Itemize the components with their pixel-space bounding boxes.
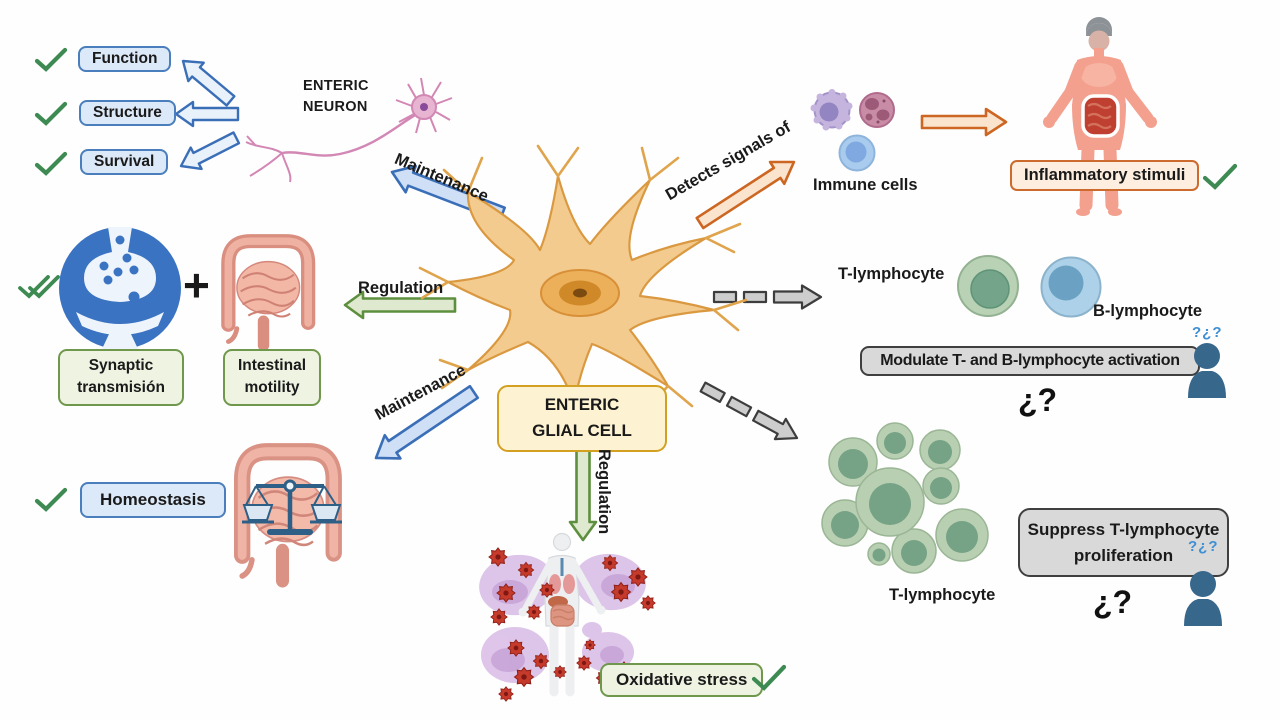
intestine-icon-homeostasis bbox=[242, 452, 334, 581]
structure-box: Structure bbox=[79, 100, 176, 126]
t-lymphocyte-cluster bbox=[821, 422, 989, 574]
checkmark-icon bbox=[34, 101, 68, 126]
question-mark-big: ¿? bbox=[1018, 382, 1058, 418]
t-lymphocyte-label-bottom: T-lymphocyte bbox=[889, 586, 996, 604]
suppress-proliferation-box: Suppress T-lymphocyte proliferation bbox=[1018, 508, 1229, 577]
b-lymphocyte-cell bbox=[1040, 256, 1102, 318]
synaptic-transmission-box: Synaptic transmisión bbox=[58, 349, 184, 406]
t-lymphocyte-label-top: T-lymphocyte bbox=[838, 265, 945, 283]
enteric-glial-cell-box: ENTERIC GLIAL CELL bbox=[497, 385, 667, 452]
balance-scale-icon bbox=[242, 479, 342, 535]
person-icon bbox=[1184, 571, 1222, 626]
survival-box: Survival bbox=[80, 149, 169, 175]
intestinal-motility-box: Intestinal motility bbox=[223, 349, 321, 406]
detects-signals-label: Detects signals of bbox=[662, 117, 794, 205]
regulation-arrow-down bbox=[568, 446, 598, 542]
function-box: Function bbox=[78, 46, 172, 72]
question-marks-small: ?¿? bbox=[1188, 538, 1219, 555]
arrow-to-function bbox=[174, 50, 243, 178]
maintenance-label-homeostasis: Maintenance bbox=[372, 361, 469, 424]
inflammatory-stimuli-box: Inflammatory stimuli bbox=[1010, 160, 1200, 191]
maintenance-label-neuron: Maintenance bbox=[391, 150, 492, 206]
checkmark-icon bbox=[34, 487, 68, 512]
synapse-icon bbox=[59, 227, 181, 349]
question-marks-small: ?¿? bbox=[1192, 324, 1223, 341]
plus-sign: + bbox=[183, 259, 210, 311]
checkmark-icon bbox=[751, 664, 787, 691]
double-checkmark-icon bbox=[18, 275, 60, 299]
immune-cells-label: Immune cells bbox=[813, 176, 918, 194]
checkmark-icon bbox=[34, 151, 68, 176]
dashed-arrow-to-lymphocytes bbox=[712, 284, 823, 310]
t-lymphocyte-cell bbox=[957, 255, 1019, 317]
dashed-arrow-to-proliferation bbox=[696, 375, 804, 450]
checkmark-icon bbox=[34, 47, 68, 72]
homeostasis-box: Homeostasis bbox=[80, 482, 226, 518]
regulation-label-down: Regulation bbox=[595, 449, 613, 535]
b-lymphocyte-label: B-lymphocyte bbox=[1093, 302, 1203, 320]
intestine-icon-motility bbox=[228, 241, 308, 345]
enteric-neuron-label: ENTERIC NEURON bbox=[303, 78, 369, 116]
regulation-label-left: Regulation bbox=[358, 279, 444, 297]
modulate-activation-box: Modulate T- and B-lymphocyte activation bbox=[860, 346, 1200, 376]
checkmark-icon bbox=[1202, 163, 1238, 190]
question-mark-big: ¿? bbox=[1093, 584, 1133, 620]
oxidative-stress-box: Oxidative stress bbox=[600, 663, 764, 697]
immune-to-stimuli-arrow bbox=[920, 107, 1008, 137]
immune-cells-illustration bbox=[810, 89, 895, 172]
